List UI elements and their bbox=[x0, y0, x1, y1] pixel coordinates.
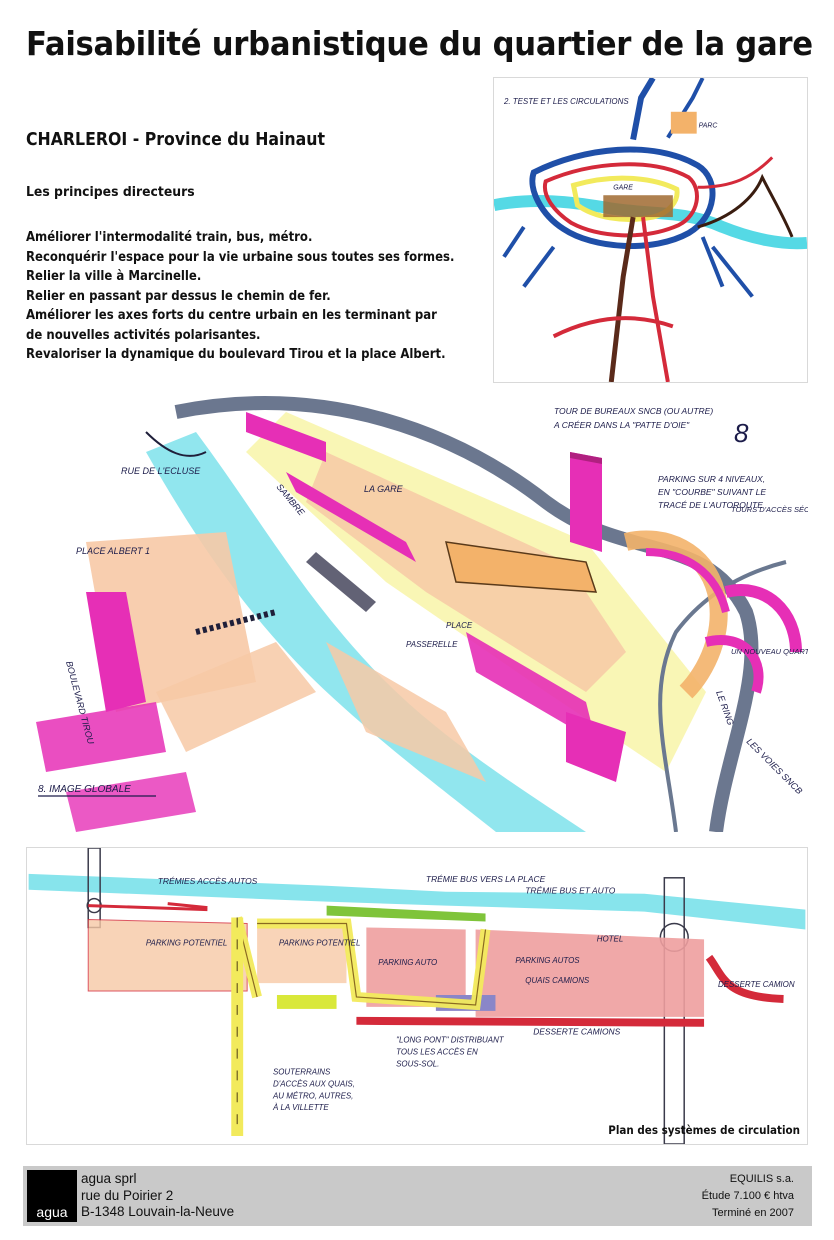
aerial-label: UN NOUVEAU QUARTIER URBAIN bbox=[731, 647, 808, 656]
principles-heading: Les principes directeurs bbox=[26, 184, 195, 200]
aerial-label: LES VOIES SNCB bbox=[745, 736, 805, 796]
aerial-label: TRACÉ DE L'AUTOROUTE bbox=[658, 500, 763, 510]
city-address: B-1348 Louvain-la-Neuve bbox=[81, 1204, 235, 1219]
plan-label: QUAIS CAMIONS bbox=[525, 976, 590, 985]
plan-label: DESSERTE CAMIONS bbox=[533, 1027, 620, 1037]
principle-item: Relier la ville à Marcinelle. bbox=[26, 269, 202, 284]
client-name: EQUILIS s.a. bbox=[729, 1173, 794, 1185]
agua-logo: agua bbox=[27, 1170, 77, 1222]
street-address: rue du Poirier 2 bbox=[81, 1187, 174, 1203]
plan-label: "LONG PONT" DISTRIBUANT bbox=[396, 1036, 505, 1045]
plan-label: À LA VILLETTE bbox=[272, 1103, 329, 1112]
sketch-number: 8 bbox=[734, 418, 749, 448]
page-title: Faisabilité urbanistique du quartier de … bbox=[26, 24, 813, 63]
aerial-perspective-sketch: RUE DE L'ECLUSE PLACE ALBERT 1 BOULEVARD… bbox=[26, 392, 808, 832]
plan-label: AU MÉTRO, AUTRES, bbox=[272, 1091, 353, 1100]
map-label: PARC bbox=[699, 123, 719, 130]
principle-item: Améliorer l'intermodalité train, bus, mé… bbox=[26, 230, 313, 245]
footer-bar: agua agua sprl rue du Poirier 2 B-1348 L… bbox=[23, 1166, 812, 1226]
project-info: EQUILIS s.a. Étude 7.100 € htva Terminé … bbox=[702, 1171, 794, 1222]
project-location: CHARLEROI - Province du Hainaut bbox=[26, 130, 326, 150]
plan-label: TOUS LES ACCÈS EN bbox=[396, 1048, 478, 1057]
plan-label: D'ACCÈS AUX QUAIS, bbox=[273, 1079, 355, 1088]
aerial-sketch-drawing: RUE DE L'ECLUSE PLACE ALBERT 1 BOULEVARD… bbox=[36, 396, 808, 832]
aerial-label: A CRÉER DANS LA "PATTE D'OIE" bbox=[553, 420, 690, 430]
principle-item: Relier en passant par dessus le chemin d… bbox=[26, 288, 331, 304]
aerial-label: LE RING bbox=[714, 689, 736, 726]
plan-label: HOTEL bbox=[597, 934, 623, 943]
plan-label: SOUS-SOL. bbox=[396, 1060, 439, 1069]
aerial-label: TOURS D'ACCÈS SÉCURISÉES bbox=[731, 505, 808, 514]
study-budget: Étude 7.100 € htva bbox=[701, 1190, 794, 1202]
plan-label: TRÉMIE BUS ET AUTO bbox=[525, 886, 615, 896]
principle-item: Reconquérir l'espace pour la vie urbaine… bbox=[26, 249, 455, 265]
plan-label: PARKING POTENTIEL bbox=[279, 938, 360, 947]
architect-address: agua sprl rue du Poirier 2 B-1348 Louvai… bbox=[81, 1171, 234, 1221]
principle-item: Améliorer les axes forts du centre urbai… bbox=[26, 308, 437, 323]
plan-label: PARKING POTENTIEL bbox=[146, 938, 227, 947]
plan-label: DESSERTE CAMION bbox=[718, 980, 795, 989]
plan-label: TRÉMIE BUS VERS LA PLACE bbox=[426, 874, 546, 884]
plan-label: TRÉMIES ACCÈS AUTOS bbox=[158, 876, 258, 886]
aerial-label: PLACE ALBERT 1 bbox=[76, 546, 150, 556]
concept-sketch-drawing: 2. TESTE ET LES CIRCULATIONS PARC GARE bbox=[494, 78, 807, 382]
plan-caption: Plan des systèmes de circulation bbox=[608, 1123, 800, 1137]
aerial-label: TOUR DE BUREAUX SNCB (OU AUTRE) bbox=[554, 406, 713, 416]
principle-item: Revaloriser la dynamique du boulevard Ti… bbox=[26, 347, 446, 362]
aerial-label: 8. IMAGE GLOBALE bbox=[38, 784, 131, 795]
aerial-label: PASSERELLE bbox=[406, 640, 458, 649]
completion-status: Terminé en 2007 bbox=[712, 1207, 794, 1219]
map-label: 2. TESTE ET LES CIRCULATIONS bbox=[503, 97, 629, 106]
company-name: agua sprl bbox=[81, 1171, 137, 1186]
map-label: GARE bbox=[613, 184, 633, 191]
principles-list: Améliorer l'intermodalité train, bus, mé… bbox=[26, 228, 454, 365]
aerial-label: RUE DE L'ECLUSE bbox=[121, 466, 201, 476]
plan-label: SOUTERRAINS bbox=[273, 1067, 331, 1076]
aerial-label: EN "COURBE" SUIVANT LE bbox=[658, 487, 766, 497]
aerial-label: PLACE bbox=[446, 621, 473, 630]
circulation-plan-sketch: TRÉMIES ACCÈS AUTOS TRÉMIE BUS VERS LA P… bbox=[26, 847, 808, 1145]
principle-item: de nouvelles activités polarisantes. bbox=[26, 327, 261, 343]
plan-label: PARKING AUTOS bbox=[515, 956, 580, 965]
plan-sketch-drawing: TRÉMIES ACCÈS AUTOS TRÉMIE BUS VERS LA P… bbox=[28, 848, 806, 1144]
aerial-label: LA GARE bbox=[364, 484, 404, 494]
circulation-concept-sketch: 2. TESTE ET LES CIRCULATIONS PARC GARE bbox=[493, 77, 808, 383]
logo-text: agua bbox=[36, 1204, 68, 1220]
plan-label: PARKING AUTO bbox=[378, 958, 437, 967]
aerial-label: PARKING SUR 4 NIVEAUX, bbox=[658, 474, 765, 484]
